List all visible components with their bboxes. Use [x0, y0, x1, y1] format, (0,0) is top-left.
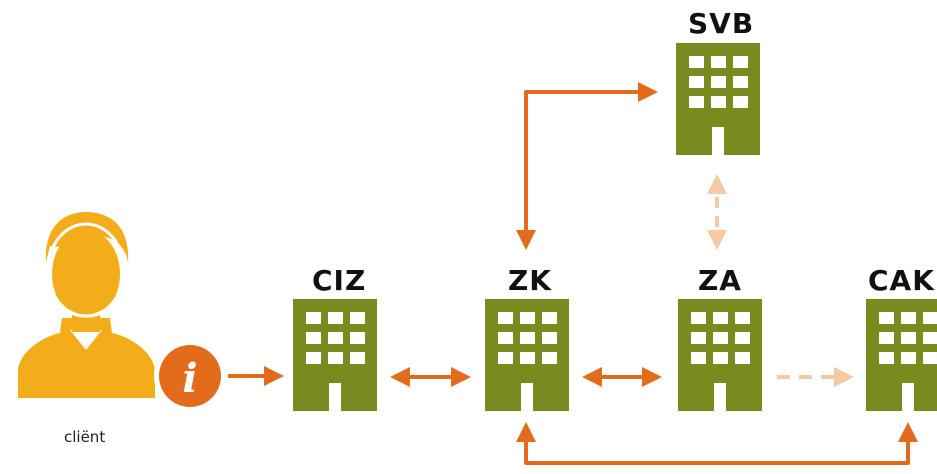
connections: [228, 82, 918, 465]
building-icon-zk: [485, 299, 569, 411]
building-icon-ciz: [293, 299, 377, 411]
node-label-za: ZA: [698, 264, 742, 297]
node-label-svb: SVB: [688, 7, 755, 40]
arrow-zk-svb: [516, 82, 658, 250]
building-icon-svb: [676, 43, 760, 155]
node-label-cak: CAK: [868, 264, 935, 297]
node-label-ciz: CIZ: [312, 264, 367, 297]
info-glyph: i: [182, 355, 197, 402]
node-label-zk: ZK: [508, 264, 552, 297]
arrow-zk-cak: [516, 422, 918, 465]
info-icon: i: [154, 340, 226, 412]
node-label-client: cliënt: [64, 428, 106, 446]
user-icon: [18, 212, 155, 398]
building-icon-za: [678, 299, 762, 411]
building-icon-cak: [866, 299, 937, 411]
